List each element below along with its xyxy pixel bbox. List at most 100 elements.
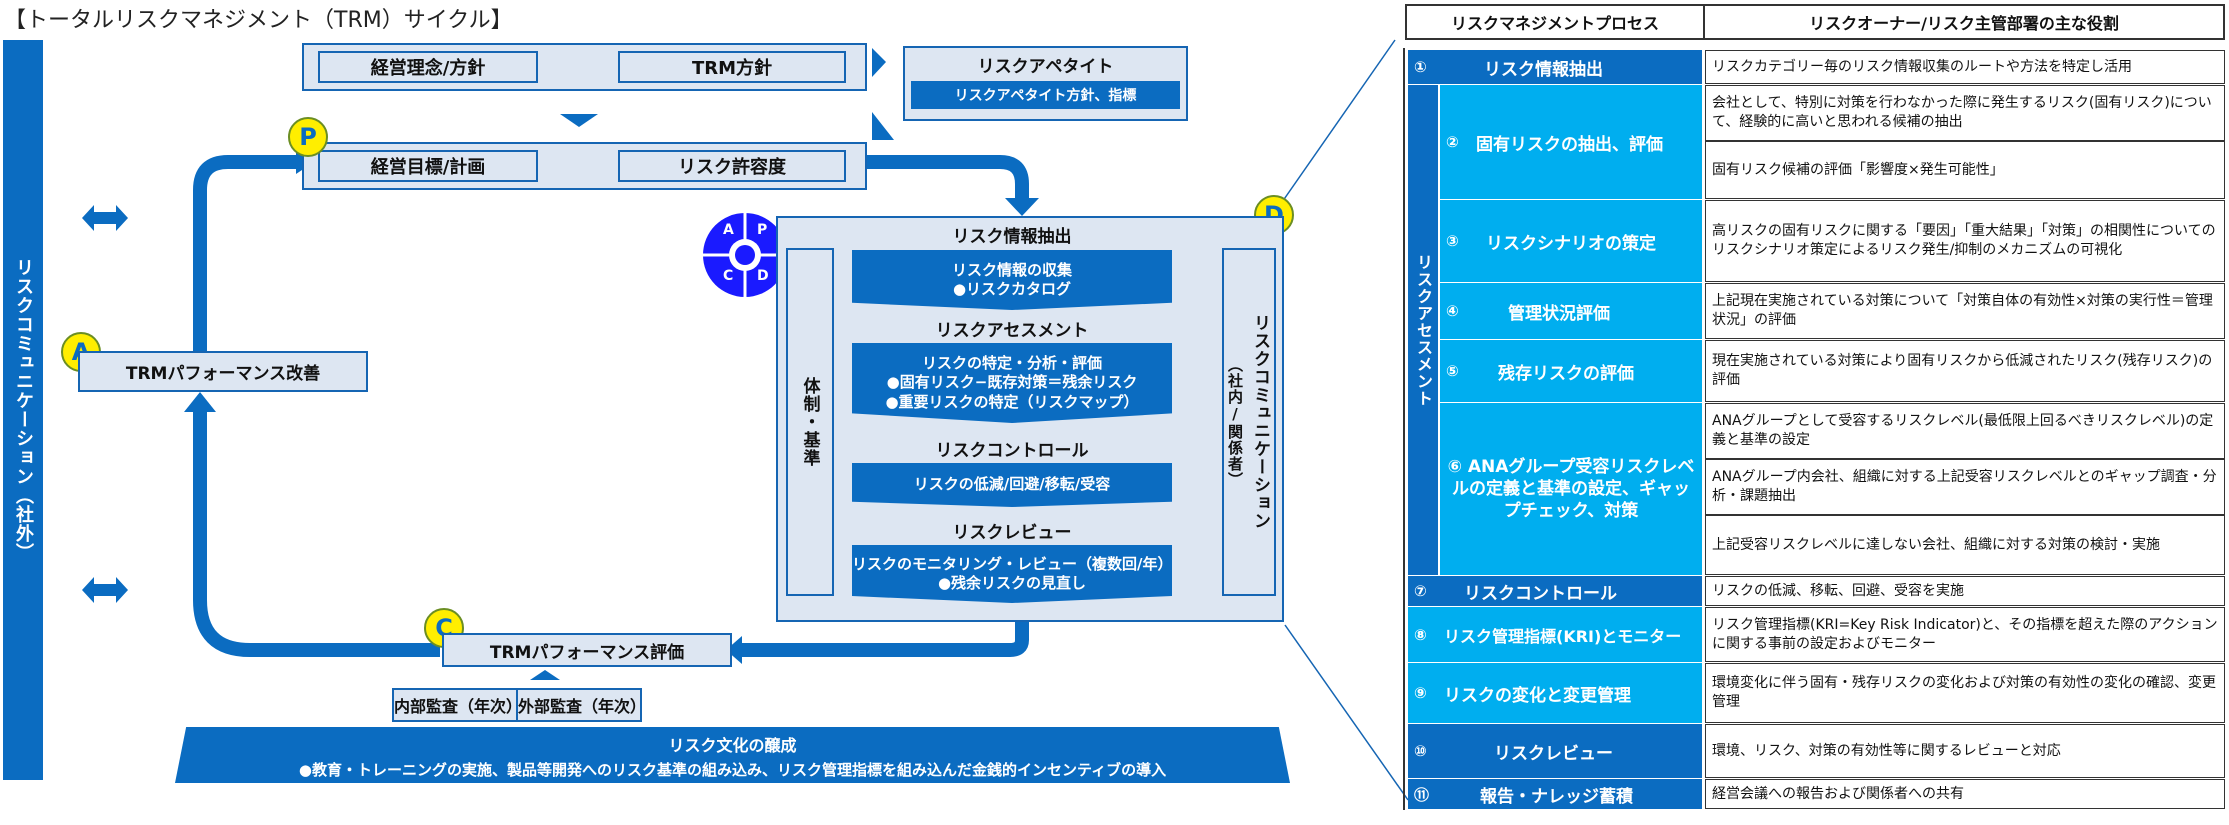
- process-name: リスクシナリオの策定: [1486, 233, 1656, 254]
- text-line: リスクの低減/回避/移転/受容: [913, 475, 1111, 494]
- zoom-line-bottom: [1284, 624, 1409, 801]
- process-row-5: ⑤ 残存リスクの評価: [1440, 340, 1702, 402]
- loop-arrow-c-to-a: [193, 410, 440, 657]
- row-number: ④: [1446, 302, 1459, 320]
- row-number: ⑥: [1447, 456, 1462, 477]
- assessment-box: リスクの特定・分析・評価 ●固有リスク−既存対策＝残余リスク ●重要リスクの特定…: [852, 343, 1172, 423]
- role-cell: 固有リスク候補の評価「影響度×発生可能性」: [1705, 141, 2225, 199]
- text-line: リスクのモニタリング・レビュー（複数回/年）: [852, 554, 1173, 573]
- process-row-4: ④ 管理状況評価: [1440, 283, 1702, 339]
- pdca-letter-p: P: [757, 222, 768, 238]
- internal-communication-sub: （社内/関係者）: [1226, 356, 1244, 488]
- process-row-2: ② 固有リスクの抽出、評価: [1440, 85, 1702, 199]
- process-row-7: ⑦ リスクコントロール: [1408, 576, 1702, 606]
- pdca-letter-d: D: [757, 268, 769, 284]
- risk-culture-title: リスク文化の醸成: [668, 736, 797, 755]
- framework-standards-column: 体制・基準: [786, 248, 834, 596]
- risk-appetite-sub: リスクアペタイト方針、指標: [911, 81, 1180, 109]
- process-name: リスク情報抽出: [1484, 59, 1603, 80]
- process-name: リスクコントロール: [1464, 583, 1617, 604]
- role-cell: リスクカテゴリー毎のリスク情報収集のルートや方法を特定し活用: [1705, 50, 2225, 84]
- role-cell: ANAグループ内会社、組織に対する上記受容リスクレベルとのギャップ調査・分析・課…: [1705, 459, 2225, 515]
- process-row-1: ① リスク情報抽出: [1408, 50, 1702, 84]
- trm-performance-evaluate-box: TRMパフォーマンス評価: [442, 633, 732, 667]
- section-heading-review: リスクレビュー: [952, 523, 1072, 543]
- risk-appetite-panel: リスクアペタイト リスクアペタイト方針、指標: [903, 46, 1188, 121]
- text-line: ●重要リスクの特定（リスクマップ）: [885, 392, 1139, 411]
- zoom-line-top: [1279, 39, 1396, 206]
- double-arrow-external-1: [82, 205, 128, 231]
- trm-performance-improve-box: TRMパフォーマンス改善: [78, 351, 368, 392]
- double-arrow-external-2: [82, 577, 128, 603]
- pdca-circle-icon: [703, 213, 787, 297]
- process-row-9: ⑨ リスクの変化と変更管理: [1408, 663, 1702, 723]
- process-name: リスクレビュー: [1494, 743, 1613, 764]
- risk-culture-body: ●教育・トレーニングの実施、製品等開発へのリスク基準の組み込み、リスク管理指標を…: [298, 761, 1167, 779]
- process-name: 固有リスクの抽出、評価: [1476, 134, 1663, 155]
- arrowhead-to-improve: [184, 392, 216, 412]
- framework-standards-label: 体制・基準: [799, 377, 820, 467]
- control-box: リスクの低減/回避/移転/受容: [852, 463, 1172, 507]
- trm-policy-box: TRM方針: [618, 51, 846, 83]
- role-cell: リスクの低減、移転、回避、受容を実施: [1705, 576, 2225, 606]
- process-row-8: ⑧ リスク管理指標(KRI)とモニター: [1408, 607, 1702, 662]
- process-name-6: ⑥ ANAグループ受容リスクレベルの定義と基準の設定、ギャップチェック、対策: [1440, 456, 1702, 522]
- role-cell: 環境変化に伴う固有・残存リスクの変化および対策の有効性の変化の確認、変更管理: [1705, 663, 2225, 723]
- badge-plan: P: [288, 117, 328, 157]
- internal-audit-box: 内部監査（年次）: [392, 688, 522, 722]
- risk-appetite-title: リスクアペタイト: [977, 57, 1114, 77]
- role-cell: リスク管理指標(KRI=Key Risk Indicator)と、その指標を超え…: [1705, 607, 2225, 662]
- process-name: リスク管理指標(KRI)とモニター: [1444, 626, 1682, 646]
- row-number: ②: [1446, 133, 1459, 151]
- row-number: ⑩: [1414, 742, 1427, 760]
- diagram-title: 【トータルリスクマネジメント（TRM）サイクル】: [4, 8, 513, 33]
- role-cell: ANAグループとして受容するリスクレベル(最低限上回るべきリスクレベル)の定義と…: [1705, 403, 2225, 459]
- section-heading-assessment: リスクアセスメント: [935, 321, 1089, 341]
- table-left-border: [1403, 48, 1405, 810]
- table-header-roles: リスクオーナー/リスク主管部署の主な役割: [1703, 4, 2225, 40]
- section-heading-control: リスクコントロール: [935, 441, 1089, 461]
- info-collection-box: リスク情報の収集 ●リスクカタログ: [852, 250, 1172, 310]
- role-cell: 経営会議への報告および関係者への共有: [1705, 779, 2225, 809]
- row-number: ①: [1414, 58, 1427, 76]
- internal-communication-label: リスクコミュニケーション: [1250, 314, 1270, 530]
- pdca-letter-c: C: [723, 268, 734, 284]
- loop-arrow-a-to-p: [193, 155, 298, 385]
- arrow-right-policy-to-appetite: [872, 48, 886, 77]
- row-number: ⑨: [1414, 684, 1427, 702]
- internal-communication-column: （社内/関係者） リスクコミュニケーション: [1222, 248, 1276, 596]
- row-number: ⑧: [1414, 625, 1427, 644]
- risk-culture-banner: リスク文化の醸成 ●教育・トレーニングの実施、製品等開発へのリスク基準の組み込み…: [175, 727, 1290, 783]
- risk-assessment-group-label: リスクアセスメント: [1414, 253, 1433, 407]
- review-box: リスクのモニタリング・レビュー（複数回/年） ●残余リスクの見直し: [852, 545, 1172, 603]
- role-cell: 高リスクの固有リスクに関する「要因」「重大結果」「対策」の相関性についてのリスク…: [1705, 200, 2225, 282]
- arrow-down-policy-to-goals: [560, 114, 598, 127]
- pdca-letter-a: A: [723, 222, 734, 238]
- process-name: 管理状況評価: [1508, 303, 1610, 324]
- text-line: ●固有リスク−既存対策＝残余リスク: [886, 373, 1138, 392]
- text-line: ●リスクカタログ: [952, 280, 1072, 298]
- role-cell: 上記現在実施されている対策について「対策自体の有効性×対策の実行性＝管理状況」の…: [1705, 283, 2225, 339]
- risk-tolerance-box: リスク許容度: [618, 150, 846, 182]
- loop-arrow-tolerance-to-do: [862, 155, 1029, 200]
- text-line: リスクの特定・分析・評価: [921, 353, 1102, 372]
- arrow-up-tolerance-to-appetite: [872, 112, 894, 140]
- process-name: リスクの変化と変更管理: [1444, 685, 1631, 706]
- loop-arrow-do-to-c: [740, 622, 1029, 657]
- section-heading-info-extraction: リスク情報抽出: [952, 227, 1072, 247]
- text-line: リスク情報の収集: [951, 260, 1072, 279]
- arrowhead-to-do: [1005, 198, 1039, 216]
- row-number: ⑪: [1414, 785, 1430, 804]
- process-row-6: ⑥ ANAグループ受容リスクレベルの定義と基準の設定、ギャップチェック、対策: [1440, 403, 1702, 575]
- process-row-11: ⑪ 報告・ナレッジ蓄積: [1408, 779, 1702, 809]
- business-goals-box: 経営目標/計画: [318, 150, 538, 182]
- arrow-up-audit-to-evaluate: [530, 670, 560, 680]
- external-communication-label: リスクコミュニケーション（社外）: [13, 258, 34, 562]
- process-row-3: ③ リスクシナリオの策定: [1440, 200, 1702, 282]
- role-cell: 現在実施されている対策により固有リスクから低減されたリスク(残存リスク)の評価: [1705, 340, 2225, 402]
- role-cell: 会社として、特別に対策を行わなかった際に発生するリスク(固有リスク)について、経…: [1705, 85, 2225, 141]
- role-cell: 上記受容リスクレベルに達しない会社、組織に対する対策の検討・実施: [1705, 515, 2225, 575]
- risk-assessment-group-bar: リスクアセスメント: [1408, 85, 1438, 575]
- philosophy-box: 経営理念/方針: [318, 51, 538, 83]
- external-audit-box: 外部監査（年次）: [516, 688, 646, 722]
